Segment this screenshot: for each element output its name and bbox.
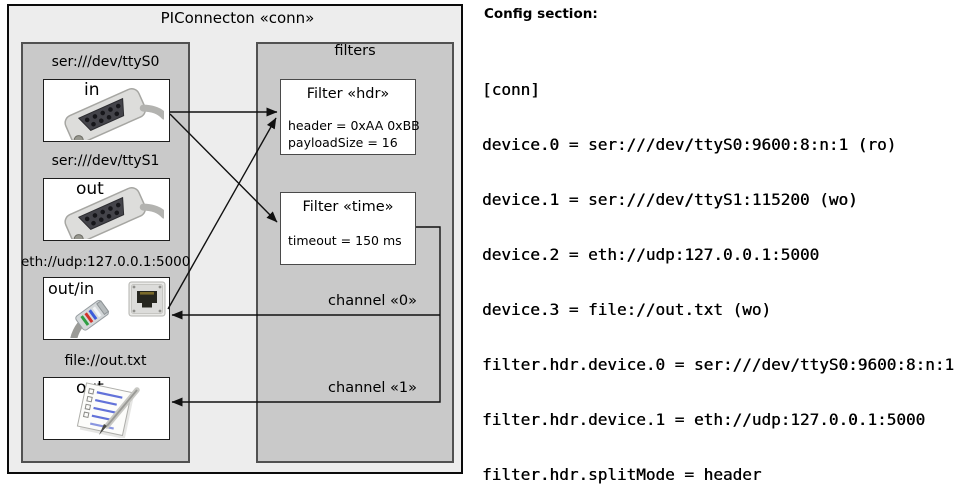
filter-hdr-attr-payloadsize: payloadSize = 16 bbox=[288, 134, 398, 150]
port-direction-label: out bbox=[76, 179, 104, 199]
config-line: filter.hdr.splitMode = header bbox=[482, 464, 762, 484]
device-box-eth: out/in bbox=[43, 277, 170, 340]
ethernet-plug-icon bbox=[69, 300, 110, 338]
config-line: device.3 = file://out.txt (wo) bbox=[482, 299, 771, 319]
filter-time-box: Filter «time» timeout = 150 ms bbox=[280, 192, 416, 265]
device-box-file: out bbox=[43, 377, 170, 440]
serial-connector-icon bbox=[64, 88, 164, 140]
config-text: [conn] device.0 = ser:///dev/ttyS0:9600:… bbox=[482, 44, 964, 484]
config-section-heading: Config section: bbox=[484, 6, 598, 22]
serial-connector-icon bbox=[64, 187, 164, 239]
device-label-ttys0: ser:///dev/ttyS0 bbox=[51, 54, 160, 70]
device-box-ttys1: out bbox=[43, 178, 170, 241]
config-line: device.2 = eth://udp:127.0.0.1:5000 bbox=[482, 244, 820, 264]
config-line: filter.hdr.device.1 = eth://udp:127.0.0.… bbox=[482, 409, 926, 429]
filter-hdr-box: Filter «hdr» header = 0xAA 0xBB payloadS… bbox=[280, 79, 420, 155]
device-box-ttys0: in bbox=[43, 79, 170, 142]
port-direction-label: in bbox=[84, 80, 100, 100]
device-label-file: file://out.txt bbox=[64, 353, 147, 369]
filter-time-title: Filter «time» bbox=[302, 199, 394, 215]
config-line: device.1 = ser:///dev/ttyS1:115200 (wo) bbox=[482, 189, 858, 209]
filters-panel-title: filters bbox=[334, 43, 376, 59]
config-line: [conn] bbox=[482, 79, 540, 99]
port-direction-label: out/in bbox=[48, 279, 95, 298]
filter-hdr-attr-header: header = 0xAA 0xBB bbox=[288, 118, 420, 133]
device-label-eth: eth://udp:127.0.0.1:5000 bbox=[21, 254, 191, 270]
filter-hdr-title: Filter «hdr» bbox=[306, 86, 390, 102]
diagram-title: PIConnecton «conn» bbox=[160, 9, 315, 27]
device-label-ttys1: ser:///dev/ttyS1 bbox=[51, 153, 160, 169]
config-line: device.0 = ser:///dev/ttyS0:9600:8:n:1 (… bbox=[482, 134, 897, 154]
channel-0-label: channel «0» bbox=[328, 293, 417, 309]
ethernet-icon bbox=[69, 281, 166, 338]
pencil-icon bbox=[99, 387, 140, 435]
ethernet-port-icon bbox=[128, 281, 166, 317]
notepad-pencil-icon bbox=[76, 382, 140, 438]
channel-1-label: channel «1» bbox=[328, 380, 417, 396]
config-line: filter.hdr.device.0 = ser:///dev/ttyS0:9… bbox=[482, 354, 955, 374]
filter-time-attr-timeout: timeout = 150 ms bbox=[288, 233, 402, 248]
